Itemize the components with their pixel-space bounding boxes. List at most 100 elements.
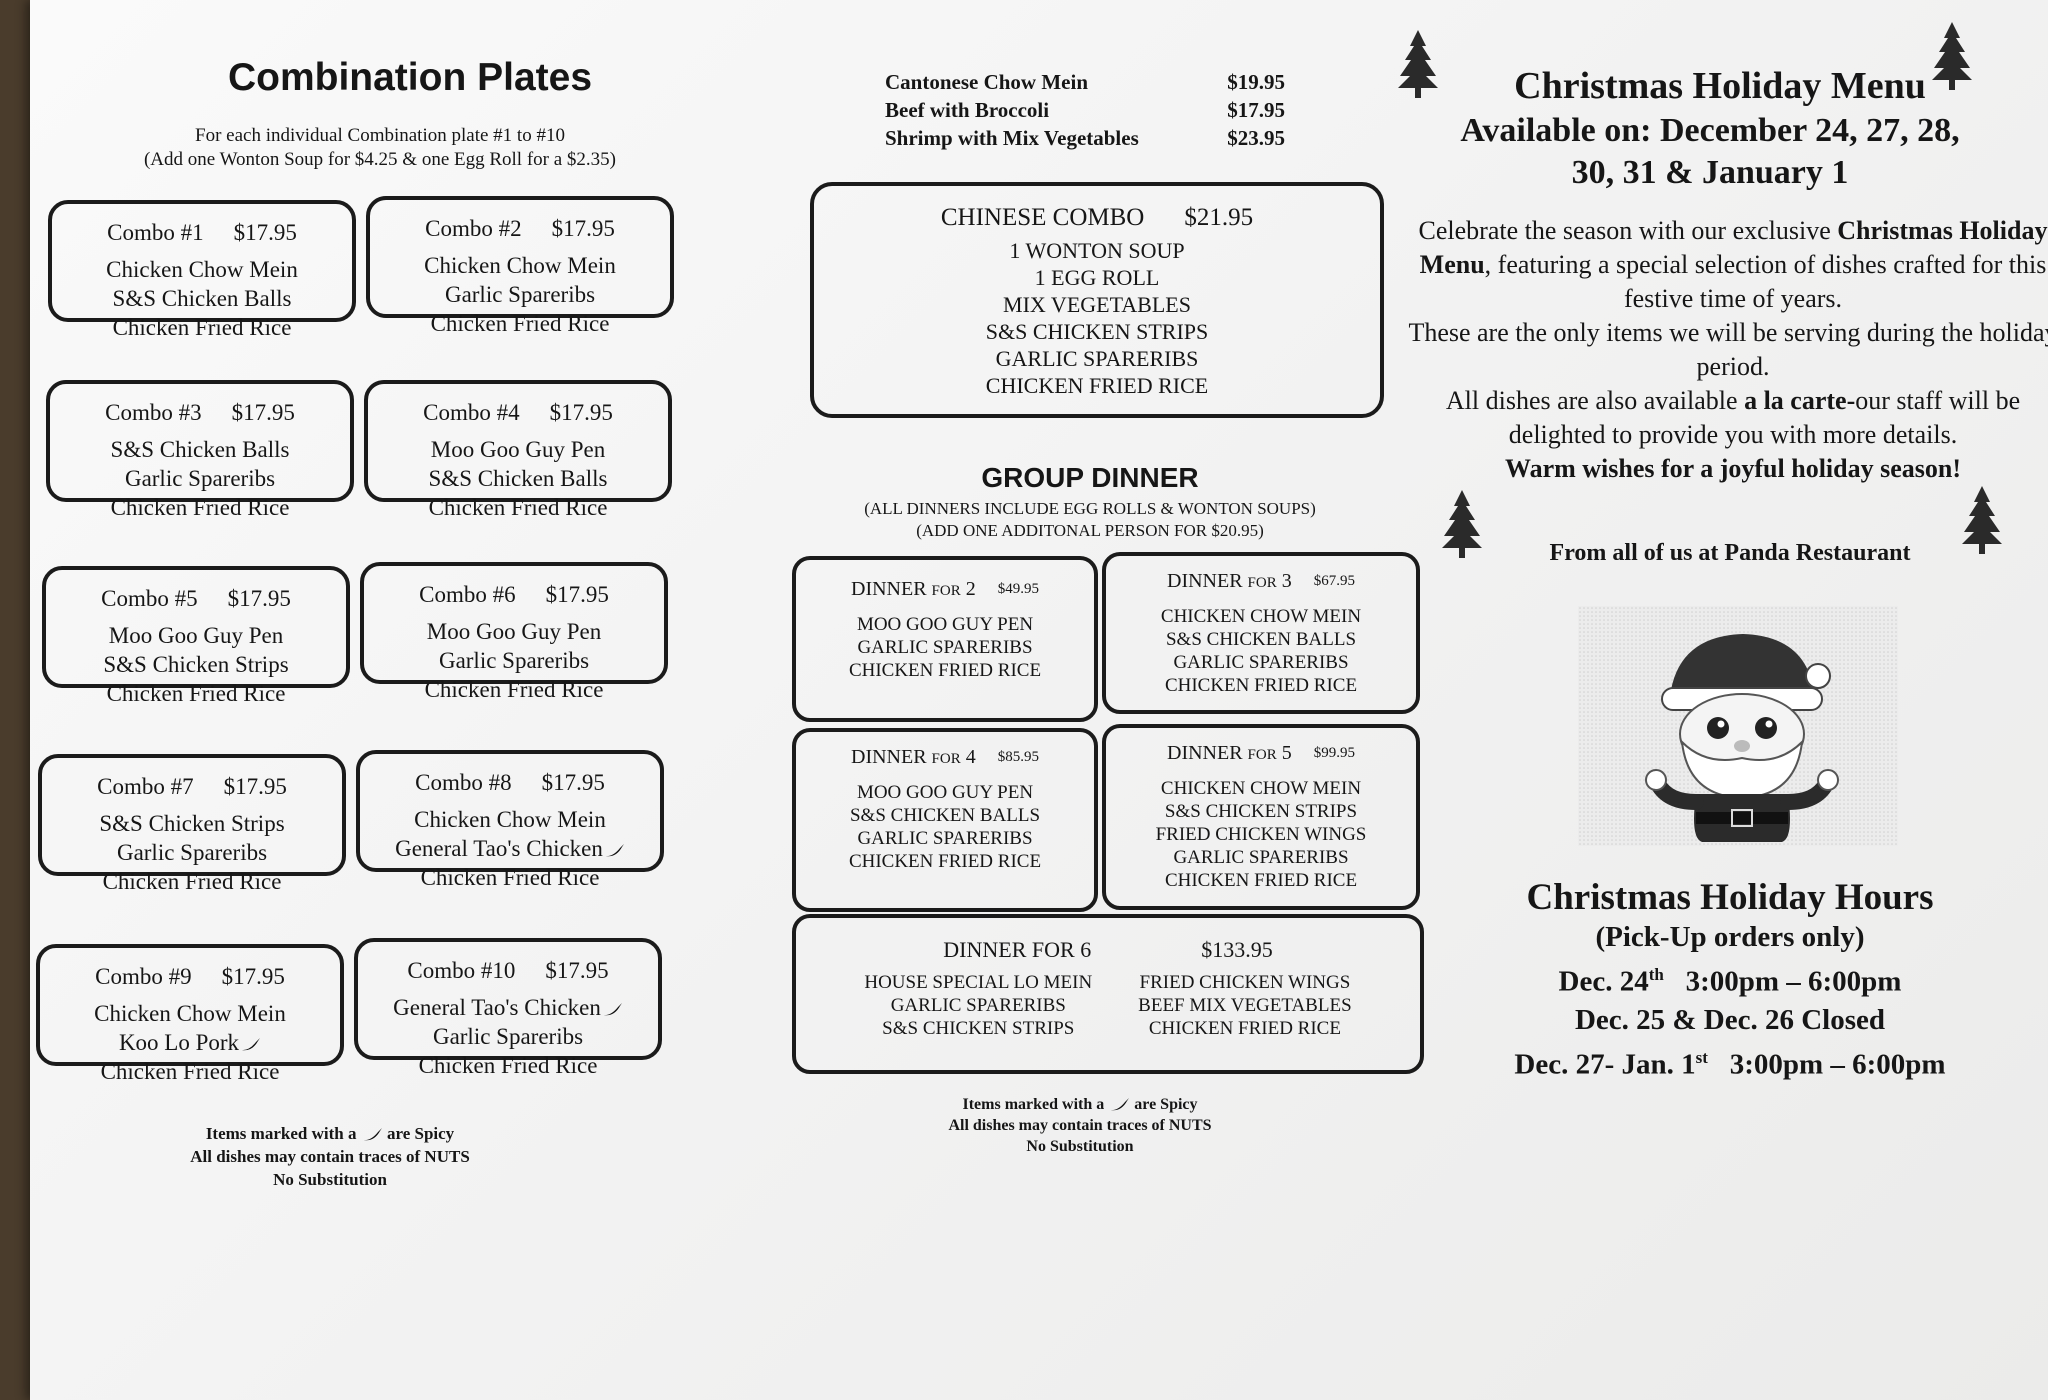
- combo-item-label: Chicken Fried Rice: [106, 681, 286, 706]
- description-paragraph-3: All dishes are also available a la carte…: [1408, 384, 2048, 452]
- combo-item: Chicken Fried Rice: [40, 1057, 340, 1086]
- dinner-label: DINNER FOR 3: [1167, 570, 1292, 595]
- combo-item-label: Chicken Fried Rice: [100, 1059, 280, 1084]
- a-la-carte-list: Cantonese Chow Mein$19.95 Beef with Broc…: [885, 68, 1285, 152]
- combo-item-label: S&S Chicken Balls: [110, 437, 290, 462]
- chinese-combo-box[interactable]: CHINESE COMBO $21.95 1 WONTON SOUP 1 EGG…: [810, 182, 1384, 418]
- spicy-note-suffix: are Spicy: [386, 1124, 455, 1143]
- menu-item-row[interactable]: Shrimp with Mix Vegetables $23.95: [885, 124, 1285, 152]
- combo-item: S&S Chicken Strips: [42, 809, 342, 838]
- combo-item-label: Chicken Fried Rice: [428, 495, 608, 520]
- combo-item: General Tao's Chicken: [358, 993, 658, 1022]
- combo-item-label: Chicken Chow Mein: [414, 807, 606, 832]
- combo-item: Moo Goo Guy Pen: [368, 435, 668, 464]
- santa-illustration: [1578, 606, 1898, 846]
- dinner-header: DINNER FOR 4$85.95: [796, 746, 1094, 771]
- dinner-item: GARLIC SPARERIBS: [1173, 847, 1349, 868]
- combination-plates-title: Combination Plates: [227, 56, 593, 99]
- desc-text: Celebrate the season with our exclusive: [1418, 216, 1838, 245]
- dinner-item: CHICKEN CHOW MEIN: [1160, 778, 1362, 799]
- combo-item-label: Chicken Fried Rice: [112, 315, 292, 340]
- chili-pepper-icon: [361, 1124, 383, 1143]
- dinner-item: S&S CHICKEN STRIPS: [882, 1018, 1075, 1039]
- combo-item: S&S Chicken Balls: [52, 284, 352, 313]
- combo-name: Combo #8: [415, 770, 512, 795]
- item-price: $17.95: [1227, 98, 1285, 122]
- combo-header: Combo #8$17.95: [360, 768, 660, 797]
- dinner-label-num: 5: [1281, 742, 1292, 764]
- nuts-note: All dishes may contain traces of NUTS: [190, 1147, 470, 1166]
- combo-item: Chicken Fried Rice: [42, 867, 342, 896]
- combo-name: Combo #6: [419, 582, 516, 607]
- combo-item: Garlic Spareribs: [364, 646, 664, 675]
- combo-item-label: Garlic Spareribs: [438, 648, 590, 673]
- item-name: Shrimp with Mix Vegetables: [885, 126, 1139, 150]
- desc-text: , featuring a special selection of dishe…: [1484, 250, 2047, 313]
- combo-item-label: General Tao's Chicken: [395, 836, 603, 861]
- hours-time: 3:00pm – 6:00pm: [1729, 1048, 1946, 1081]
- spicy-note: Items marked with a are Spicy: [910, 1094, 1250, 1115]
- desc-text: our staff will be delighted to provide y…: [1508, 386, 2021, 449]
- chili-pepper-icon: [1108, 1096, 1130, 1113]
- combo-price: $17.95: [549, 400, 613, 425]
- dinner-label-word: DINNER: [1167, 742, 1243, 764]
- dinner-for-6-price: $133.95: [1201, 937, 1273, 962]
- chili-pepper-icon: [239, 1030, 261, 1055]
- item-price: $23.95: [1227, 126, 1285, 150]
- combo-item-label: Garlic Spareribs: [432, 1024, 584, 1049]
- dinner-for-6-label: DINNER FOR 6: [943, 937, 1092, 962]
- chinese-combo-item: S&S CHICKEN STRIPS: [985, 319, 1209, 344]
- dinner-label: DINNER FOR 2: [851, 578, 976, 603]
- combo-item-label: Chicken Chow Mein: [424, 253, 616, 278]
- description-paragraph-2: These are the only items we will be serv…: [1408, 318, 2048, 381]
- combo-header: Combo #6$17.95: [364, 580, 664, 609]
- menu-item-row[interactable]: Cantonese Chow Mein$19.95: [885, 68, 1285, 96]
- combo-name: Combo #4: [423, 400, 520, 425]
- hours-row: Dec. 24th 3:00pm – 6:00pm: [1430, 956, 2030, 1001]
- combo-price: $17.95: [227, 586, 291, 611]
- dinner-header: DINNER FOR 3$67.95: [1106, 570, 1416, 595]
- dinner-label-word: DINNER: [851, 578, 927, 600]
- combo-item-label: S&S Chicken Strips: [103, 652, 289, 677]
- combo-item: General Tao's Chicken: [360, 834, 660, 863]
- dinner-item: GARLIC SPARERIBS: [857, 828, 1033, 849]
- middle-notes: Items marked with a are Spicy All dishes…: [910, 1094, 1250, 1157]
- dinner-label-for: FOR: [1247, 575, 1277, 591]
- dinner-item: CHICKEN FRIED RICE: [1164, 870, 1358, 891]
- combo-item: Garlic Spareribs: [370, 280, 670, 309]
- menu-item-row[interactable]: Beef with Broccoli$17.95: [885, 96, 1285, 124]
- item-price: $19.95: [1227, 70, 1285, 94]
- combo-item-label: Chicken Fried Rice: [102, 869, 282, 894]
- dinner-header: DINNER FOR 5$99.95: [1106, 742, 1416, 767]
- combo-item: Garlic Spareribs: [50, 464, 350, 493]
- hours-row: Dec. 25 & Dec. 26 Closed: [1574, 1003, 1886, 1036]
- holiday-menu-title: Christmas Holiday Menu: [1514, 65, 1926, 107]
- dinner-price: $99.95: [1313, 745, 1355, 761]
- combo-item: Chicken Chow Mein: [52, 255, 352, 284]
- group-dinner-title: GROUP DINNER: [981, 462, 1199, 493]
- combo-item-label: S&S Chicken Balls: [112, 286, 292, 311]
- christmas-tree-icon: [1960, 484, 2004, 556]
- combo-price: $17.95: [231, 400, 295, 425]
- combo-price: $17.95: [223, 774, 287, 799]
- dinner-for-6-box[interactable]: DINNER FOR 6 $133.95 HOUSE SPECIAL LO ME…: [792, 914, 1424, 1074]
- spicy-note-prefix: Items marked with a: [205, 1124, 357, 1143]
- combo-item: Chicken Fried Rice: [50, 493, 350, 522]
- dinner-item: HOUSE SPECIAL LO MEIN: [864, 972, 1093, 993]
- hours-date: Dec. 24: [1558, 965, 1649, 998]
- chili-pepper-icon: [603, 836, 625, 861]
